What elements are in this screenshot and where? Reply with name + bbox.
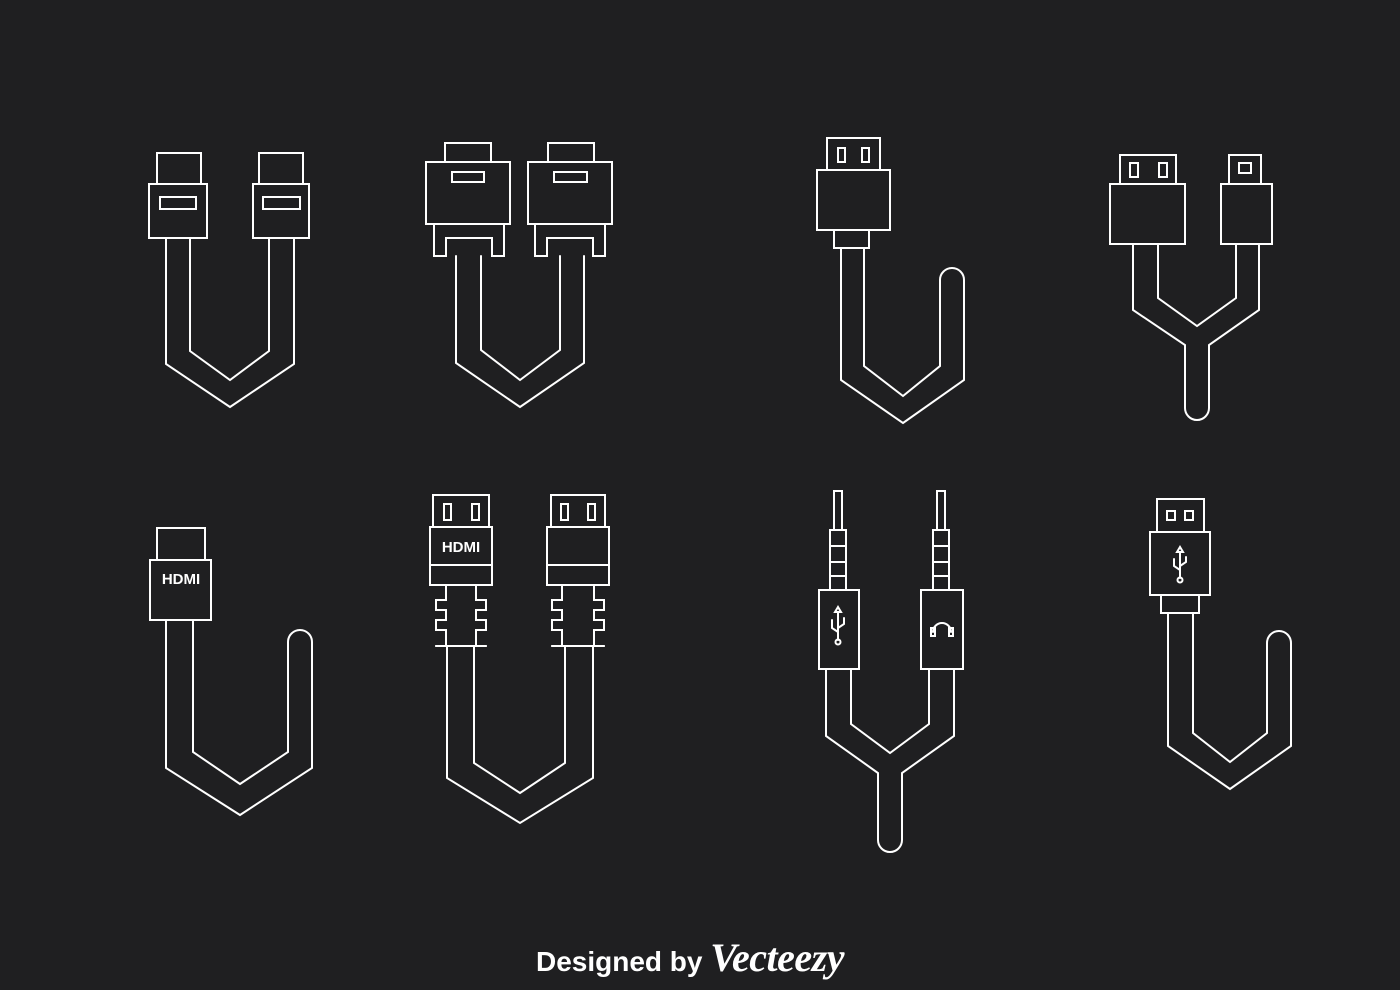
- usb-a-dual-cable-icon: [148, 152, 310, 409]
- credit-prefix: Designed by: [536, 946, 703, 977]
- hdmi-label: HDMI: [162, 571, 200, 588]
- audio-y-cable-icon: [818, 490, 964, 853]
- headphones-icon: [930, 622, 954, 637]
- vecteezy-credit: Designed by Vecteezy: [536, 930, 844, 990]
- mini-hdmi-cable-icon: [816, 137, 965, 425]
- usb-a-cable-icon: [1149, 498, 1292, 791]
- credit-brand-logo: Vecteezy: [710, 935, 844, 980]
- hdmi-dual-cable-icon: HDMI: [429, 494, 610, 825]
- usb-symbol-icon: [831, 605, 845, 646]
- hdmi-pair-label: HDMI: [442, 539, 480, 556]
- hdmi-cable-icon: HDMI: [149, 527, 313, 817]
- usb-symbol-icon: [1173, 545, 1187, 584]
- vga-dual-cable-icon: [425, 142, 613, 409]
- y-splitter-cable-icon: [1109, 154, 1273, 421]
